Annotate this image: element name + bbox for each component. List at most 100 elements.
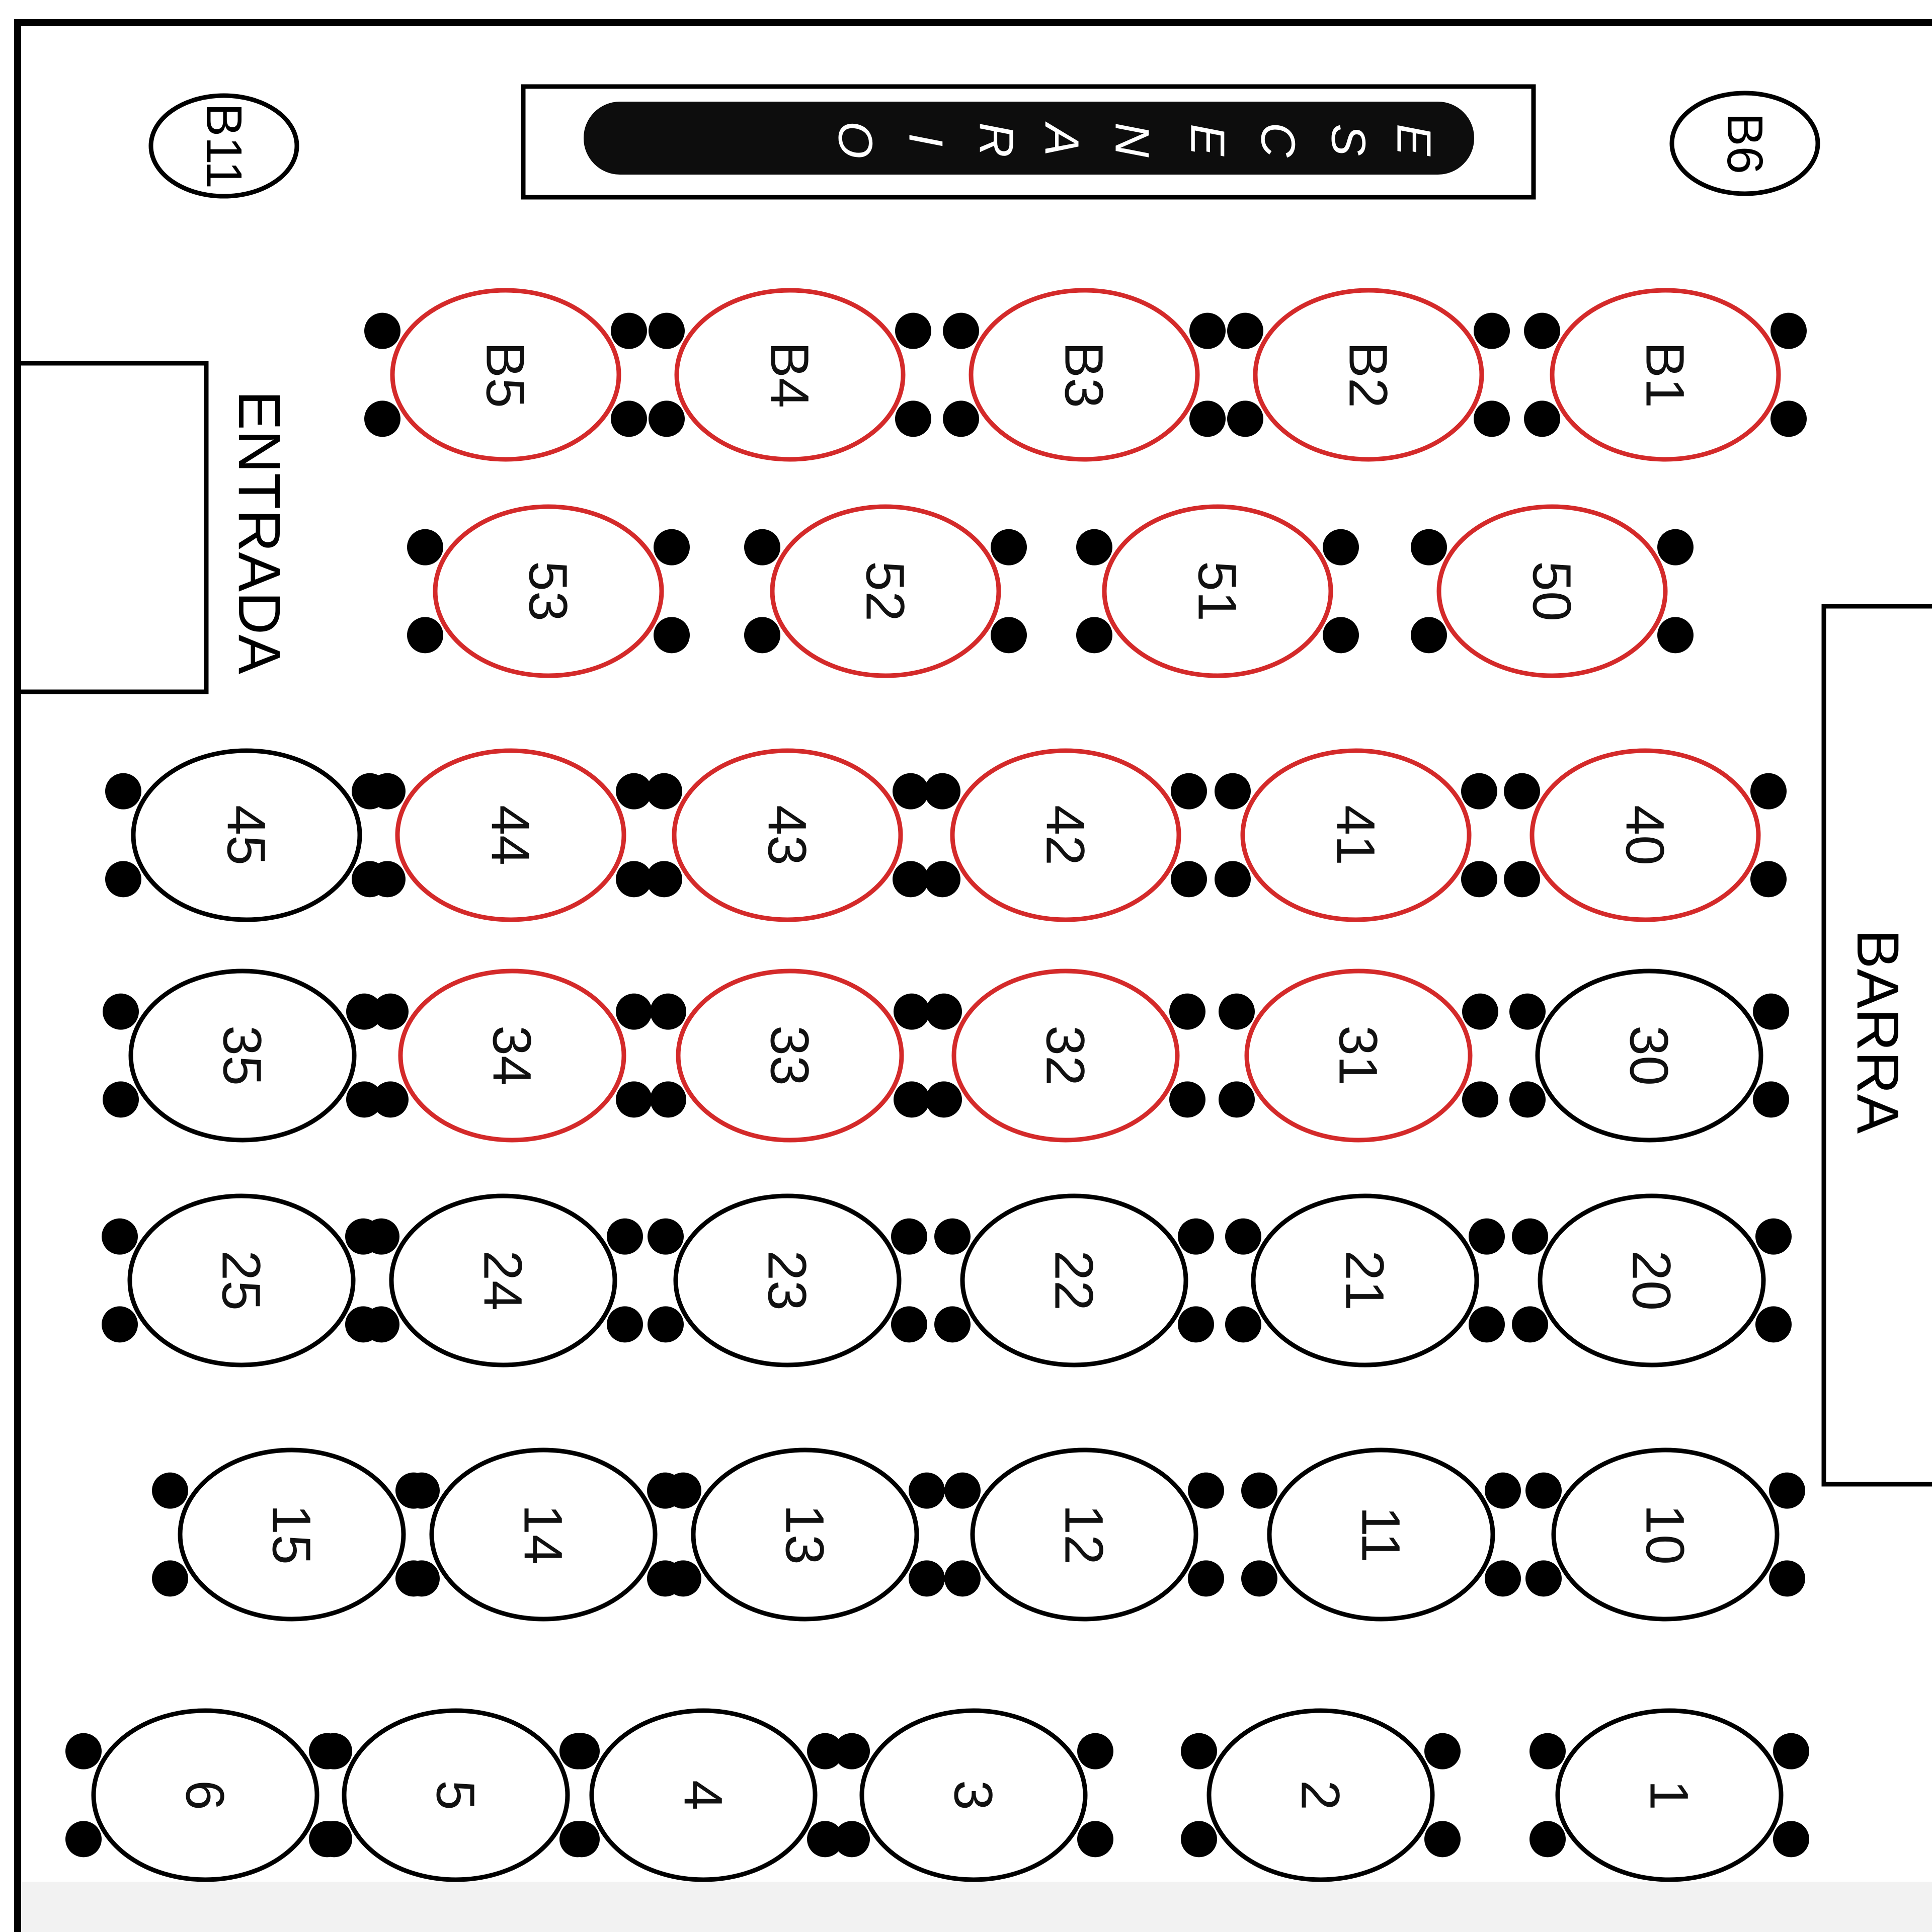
chair	[834, 1733, 870, 1769]
table-circle	[1530, 748, 1761, 922]
chair	[152, 1560, 188, 1597]
table-label: 2	[1291, 1780, 1351, 1810]
chair	[1171, 861, 1207, 898]
table-circle	[672, 748, 903, 922]
table-14[interactable]: 14	[404, 1447, 683, 1622]
table-11[interactable]: 11	[1241, 1447, 1521, 1622]
table-B3[interactable]: B3	[943, 288, 1226, 462]
entrance-box	[21, 361, 209, 694]
table-circle	[1206, 1708, 1435, 1882]
booth-top-right[interactable]: B6	[1669, 91, 1820, 196]
chair	[1485, 1472, 1521, 1509]
table-50[interactable]: 50	[1411, 504, 1694, 678]
table-45[interactable]: 45	[105, 748, 388, 922]
table-21[interactable]: 21	[1225, 1193, 1505, 1367]
table-5[interactable]: 5	[316, 1708, 596, 1882]
table-22[interactable]: 22	[934, 1193, 1214, 1367]
chair	[105, 773, 141, 810]
chair	[1241, 1472, 1277, 1509]
booth-label: B6	[1717, 113, 1773, 174]
chair	[616, 861, 652, 898]
chair	[1411, 529, 1447, 566]
chair	[1773, 1821, 1809, 1858]
chair	[363, 1218, 399, 1255]
table-label: B5	[475, 342, 536, 408]
table-label: 45	[216, 805, 277, 865]
table-6[interactable]: 6	[65, 1708, 345, 1882]
table-label: 33	[760, 1025, 821, 1086]
chair	[649, 400, 685, 437]
table-circle	[1267, 1447, 1495, 1622]
entrance-label: ENTRADA	[226, 390, 292, 674]
chair	[934, 1218, 971, 1255]
booth-top-left[interactable]: B11	[148, 93, 299, 199]
table-32[interactable]: 32	[926, 969, 1205, 1143]
table-15[interactable]: 15	[152, 1447, 432, 1622]
chair	[1525, 1472, 1562, 1509]
chair	[895, 400, 931, 437]
chair	[372, 1081, 409, 1118]
table-3[interactable]: 3	[834, 1708, 1113, 1882]
chair	[1219, 993, 1255, 1030]
table-B1[interactable]: B1	[1524, 288, 1807, 462]
table-circle	[691, 1447, 919, 1622]
chair	[665, 1472, 701, 1509]
table-label: 52	[855, 561, 916, 621]
chair	[909, 1560, 945, 1597]
table-43[interactable]: 43	[646, 748, 929, 922]
table-10[interactable]: 10	[1525, 1447, 1805, 1622]
chair	[564, 1733, 600, 1769]
chair	[1657, 617, 1694, 654]
table-12[interactable]: 12	[944, 1447, 1224, 1622]
table-53[interactable]: 53	[407, 504, 690, 678]
table-40[interactable]: 40	[1504, 748, 1787, 922]
table-33[interactable]: 33	[650, 969, 930, 1143]
table-24[interactable]: 24	[363, 1193, 643, 1367]
table-13[interactable]: 13	[665, 1447, 945, 1622]
chair	[103, 993, 139, 1030]
booth-circle	[1669, 91, 1820, 196]
table-25[interactable]: 25	[102, 1193, 381, 1367]
chair	[152, 1472, 188, 1509]
table-circle	[673, 1193, 902, 1367]
table-B5[interactable]: B5	[364, 288, 647, 462]
chair	[1753, 993, 1789, 1030]
table-circle	[1555, 1708, 1784, 1882]
table-B4[interactable]: B4	[649, 288, 931, 462]
table-42[interactable]: 42	[924, 748, 1207, 922]
chair	[1530, 1733, 1566, 1769]
table-B2[interactable]: B2	[1227, 288, 1510, 462]
table-52[interactable]: 52	[744, 504, 1027, 678]
chair	[1509, 1081, 1546, 1118]
table-35[interactable]: 35	[103, 969, 382, 1143]
chair	[407, 617, 443, 654]
chair	[1461, 861, 1497, 898]
chair	[316, 1733, 352, 1769]
chair	[1424, 1821, 1461, 1858]
table-20[interactable]: 20	[1512, 1193, 1792, 1367]
chair	[1525, 1560, 1562, 1597]
chair	[991, 617, 1027, 654]
table-31[interactable]: 31	[1219, 969, 1498, 1143]
chair	[65, 1821, 102, 1858]
table-circle	[969, 288, 1200, 462]
table-23[interactable]: 23	[648, 1193, 927, 1367]
table-41[interactable]: 41	[1215, 748, 1497, 922]
table-circle	[1551, 1447, 1780, 1622]
chair	[1215, 773, 1251, 810]
table-1[interactable]: 1	[1530, 1708, 1809, 1882]
booth-label: B11	[196, 103, 252, 189]
table-4[interactable]: 4	[564, 1708, 843, 1882]
table-2[interactable]: 2	[1181, 1708, 1461, 1882]
chair	[650, 993, 686, 1030]
chair	[372, 993, 409, 1030]
chair	[1462, 993, 1498, 1030]
chair	[1530, 1821, 1566, 1858]
table-44[interactable]: 44	[369, 748, 652, 922]
table-30[interactable]: 30	[1509, 969, 1789, 1143]
table-34[interactable]: 34	[372, 969, 652, 1143]
chair	[807, 1733, 843, 1769]
chair	[1169, 993, 1205, 1030]
table-51[interactable]: 51	[1076, 504, 1359, 678]
